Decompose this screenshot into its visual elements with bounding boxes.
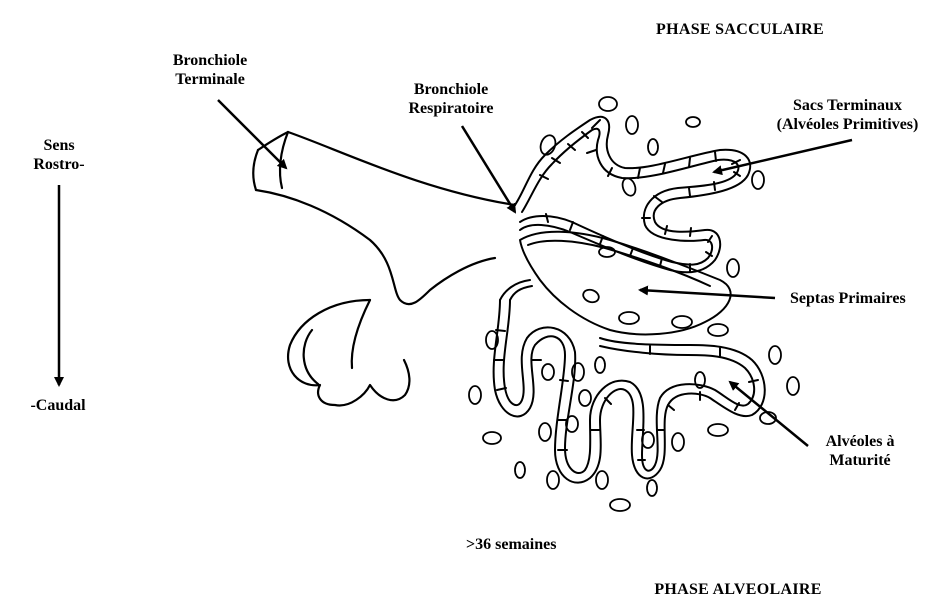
phase-alveolaire-title: PHASE ALVEOLAIRE: [618, 580, 858, 599]
axis-label-top: Sens Rostro-: [14, 136, 104, 174]
bronchiole-terminale-arrow: [218, 100, 286, 168]
axis-label-caudal: -Caudal: [10, 396, 106, 415]
mature-alveoli-shape: [494, 280, 765, 483]
label-alveoles-maturite-line1: Alvéoles à: [810, 432, 910, 451]
label-age-semaines: >36 semaines: [466, 535, 556, 554]
label-sacs-terminaux-line2: (Alvéoles Primitives): [760, 115, 935, 134]
label-bronchiole-respiratoire-line2: Respiratoire: [386, 99, 516, 118]
axis-label-sens: Sens: [14, 136, 104, 155]
label-septas-primaires: Septas Primaires: [790, 289, 906, 308]
terminal-bronchiole-shape: [253, 132, 515, 405]
label-bronchiole-respiratoire-line1: Bronchiole: [386, 80, 516, 99]
label-alveoles-maturite: Alvéoles à Maturité: [810, 432, 910, 470]
label-alveoles-maturite-line2: Maturité: [810, 451, 910, 470]
label-bronchiole-terminale-line2: Terminale: [150, 70, 270, 89]
label-sacs-terminaux-line1: Sacs Terminaux: [760, 96, 935, 115]
label-sacs-terminaux: Sacs Terminaux (Alvéoles Primitives): [760, 96, 935, 134]
alveoles-maturite-arrow: [730, 382, 808, 446]
sacs-terminaux-arrow: [714, 140, 852, 172]
primary-septa-shape: [520, 232, 731, 335]
phase-sacculaire-title: PHASE SACCULAIRE: [620, 20, 860, 39]
axis-label-rostro: Rostro-: [14, 155, 104, 174]
label-bronchiole-respiratoire: Bronchiole Respiratoire: [386, 80, 516, 118]
label-bronchiole-terminale-line1: Bronchiole: [150, 51, 270, 70]
label-bronchiole-terminale: Bronchiole Terminale: [150, 51, 270, 89]
septas-primaires-arrow: [640, 290, 775, 298]
